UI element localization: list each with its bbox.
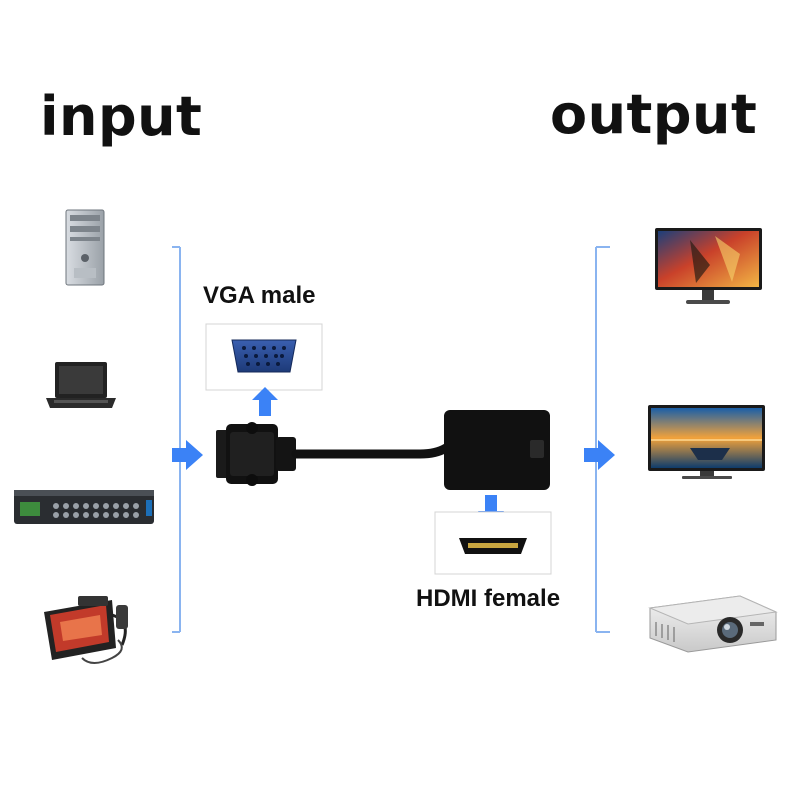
output-heading: output xyxy=(550,83,758,146)
vga-plug-icon xyxy=(216,422,296,486)
vga-male-label: VGA male xyxy=(203,282,316,309)
output-bracket xyxy=(595,246,610,633)
pos-terminal-icon xyxy=(44,596,128,664)
desktop-tower-icon xyxy=(65,209,105,286)
input-arrow xyxy=(172,440,203,470)
vga-port-icon xyxy=(231,339,297,373)
input-heading: input xyxy=(40,85,203,148)
projector-icon xyxy=(648,595,778,653)
laptop-icon xyxy=(46,362,116,408)
hdmi-female-label: HDMI female xyxy=(416,585,561,612)
tv-icon xyxy=(648,405,765,479)
gaming-monitor-icon xyxy=(655,228,762,304)
vga-up-arrow xyxy=(252,387,278,416)
output-arrow xyxy=(584,440,615,470)
hdmi-adapter-box-icon xyxy=(444,410,550,490)
input-bracket xyxy=(172,246,181,633)
hdmi-port-icon xyxy=(459,538,527,554)
adapter-cable xyxy=(291,443,451,459)
dvr-recorder-icon xyxy=(14,490,154,524)
